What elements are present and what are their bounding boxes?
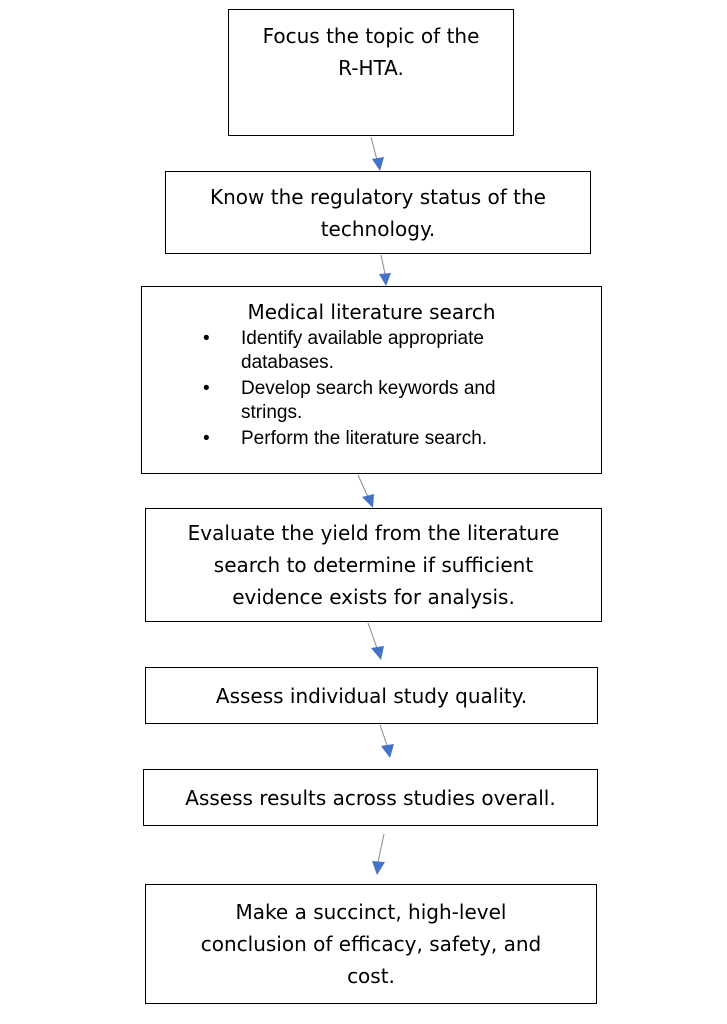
bullet-dot: • — [203, 428, 210, 449]
step-focus-topic-box: Focus the topic of the R-HTA. — [228, 9, 514, 136]
step-text-line: Focus the topic of the — [262, 24, 480, 48]
step-text-line: Assess results across studies overall. — [185, 785, 556, 810]
step-text-line: technology. — [320, 216, 436, 241]
step-conclusion-box: Make a succinct, high-level conclusion o… — [145, 884, 597, 1004]
step-text-line: Evaluate the yield from the literature — [187, 521, 560, 545]
bullet-text-line: Perform the literature search. — [241, 428, 488, 449]
bullet-text-line: Develop search keywords and — [241, 378, 496, 399]
connector-line — [367, 622, 378, 649]
connector-line — [379, 724, 388, 746]
arrowhead-icon — [379, 273, 391, 286]
step-text-line: R-HTA. — [338, 56, 404, 80]
literature-search-bullet-list: • Identify available appropriate databas… — [154, 327, 589, 453]
arrowhead-icon — [371, 646, 384, 660]
bullet-dot: • — [203, 378, 210, 399]
bullet-item: • Perform the literature search. — [154, 427, 589, 451]
step-text-line: Know the regulatory status of the — [210, 184, 546, 209]
bullet-text-line: strings. — [241, 402, 303, 423]
step-text-line: search to determine if sufficient — [213, 553, 534, 577]
step-evaluate-yield-box: Evaluate the yield from the literature s… — [145, 508, 602, 622]
bullet-text-line: Identify available appropriate — [241, 328, 484, 349]
connector-regulatory-to-literature — [379, 254, 391, 286]
bullet-item: • Identify available appropriate databas… — [154, 327, 589, 375]
step-text-line: cost. — [347, 964, 395, 988]
connector-literature-to-evaluate — [357, 474, 374, 508]
step-text-line: conclusion of efficacy, safety, and — [200, 932, 542, 956]
connector-focus-to-regulatory — [370, 136, 384, 171]
step-text-line: Assess individual study quality. — [215, 683, 528, 708]
connector-line — [380, 254, 386, 275]
arrowhead-icon — [362, 494, 374, 508]
step-literature-search-box: Medical literature search • Identify ava… — [141, 286, 602, 474]
arrowhead-icon — [381, 744, 394, 758]
arrowhead-icon — [372, 157, 384, 171]
step-assess-overall-box: Assess results across studies overall. — [143, 769, 598, 826]
literature-search-title: Medical literature search — [247, 300, 496, 324]
connector-evaluate-to-individual — [367, 622, 384, 660]
arrowhead-icon — [372, 861, 385, 875]
bullet-item: • Develop search keywords and strings. — [154, 377, 589, 425]
step-assess-individual-box: Assess individual study quality. — [145, 667, 598, 724]
connector-line — [377, 833, 385, 863]
connector-line — [370, 136, 378, 161]
bullet-text-line: databases. — [241, 352, 334, 373]
step-text-line: evidence exists for analysis. — [232, 585, 515, 609]
connector-overall-to-conclusion — [372, 833, 385, 875]
connector-line — [357, 474, 369, 498]
step-regulatory-status-box: Know the regulatory status of the techno… — [165, 171, 591, 254]
step-text-line: Make a succinct, high-level — [235, 900, 507, 924]
bullet-dot: • — [203, 328, 210, 349]
connector-individual-to-overall — [379, 724, 394, 758]
